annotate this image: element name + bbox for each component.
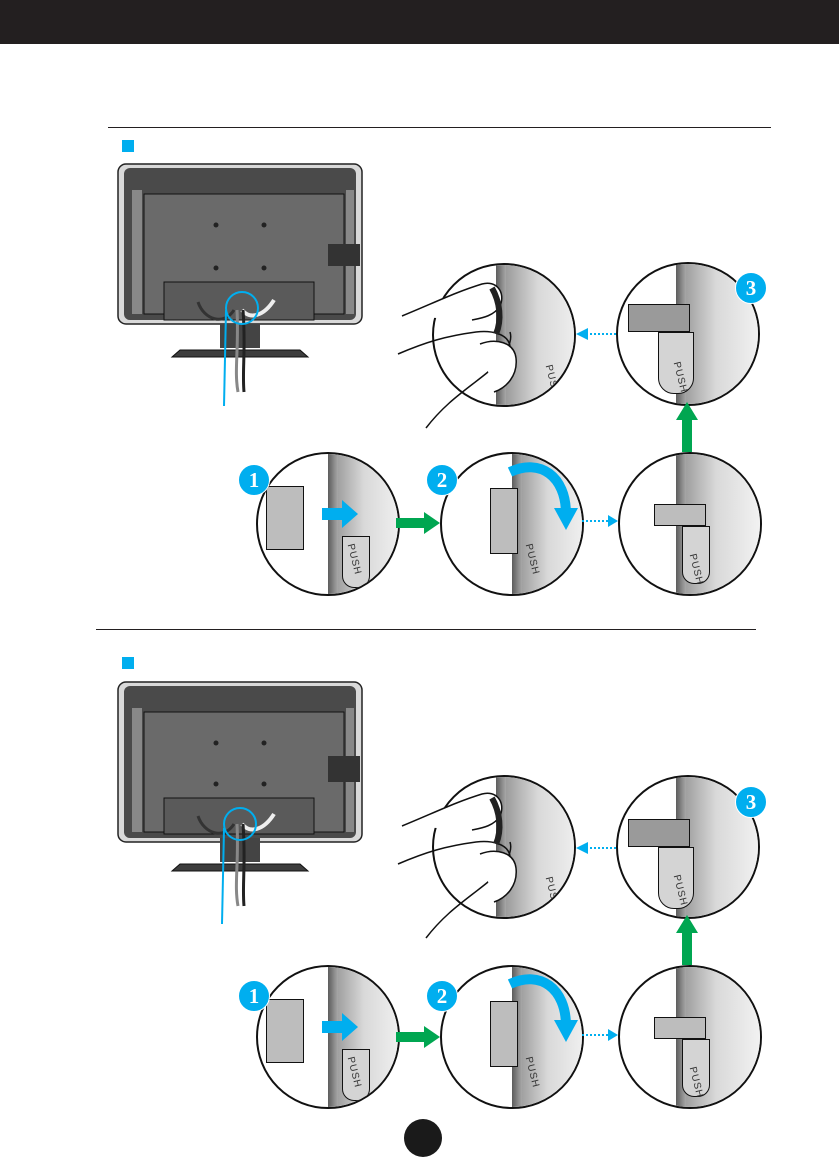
step-badge: 3 [735,786,767,818]
section-marker [122,657,134,669]
page-number-marker [404,1119,442,1157]
rotate-arrow-icon [500,458,580,538]
section-divider [108,127,771,128]
step-badge: 2 [426,464,458,496]
dotted-arrow-icon [576,326,616,342]
step-result-circle: PUSH [618,452,762,596]
step-badge: 3 [735,272,767,304]
dotted-arrow-icon [582,1027,620,1043]
monitor-rear-illustration [114,678,374,928]
green-arrow-icon [396,1026,442,1048]
step-badge: 1 [238,980,270,1012]
dotted-arrow-icon [582,513,620,529]
step-badge: 2 [426,980,458,1012]
blue-push-arrow-icon [322,1013,362,1041]
blue-push-arrow-icon [322,500,362,528]
section-divider [96,629,756,630]
step-result-circle: PUSH [618,965,762,1109]
dotted-arrow-icon [576,840,616,856]
green-arrow-icon [676,402,698,452]
step-badge: 1 [238,464,270,496]
rotate-arrow-icon [500,970,580,1050]
monitor-rear-illustration [114,160,374,410]
section-marker [122,140,134,152]
hand-icon [396,782,546,952]
hand-icon [396,272,546,442]
green-arrow-icon [676,915,698,965]
green-arrow-icon [396,512,442,534]
header-bar [0,0,839,44]
